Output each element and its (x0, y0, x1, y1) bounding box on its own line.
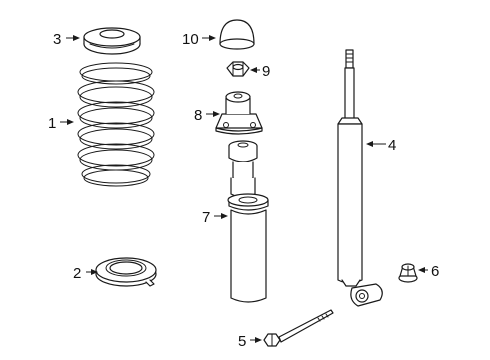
upper-spring-seat (83, 27, 141, 55)
lower-spring-seat (95, 257, 157, 287)
callout-2: 2 (73, 265, 81, 282)
callout-8: 8 (194, 107, 202, 124)
callout-3: 3 (53, 31, 61, 48)
lock-nut (226, 61, 250, 77)
callout-7: 7 (202, 209, 210, 226)
coil-spring (77, 62, 155, 187)
callout-6: 6 (431, 263, 439, 280)
flange-nut (398, 263, 418, 283)
callout-5: 5 (238, 333, 246, 350)
shock-absorber (337, 49, 383, 307)
callout-leaders (60, 35, 428, 343)
dust-cap (219, 19, 255, 50)
mounting-bolt (263, 309, 334, 347)
callout-4: 4 (388, 137, 396, 154)
callout-1: 1 (48, 115, 56, 132)
callout-10: 10 (182, 31, 199, 48)
callout-9: 9 (262, 63, 270, 80)
upper-mount (215, 91, 263, 135)
dust-boot-and-bump-stop (227, 140, 269, 303)
